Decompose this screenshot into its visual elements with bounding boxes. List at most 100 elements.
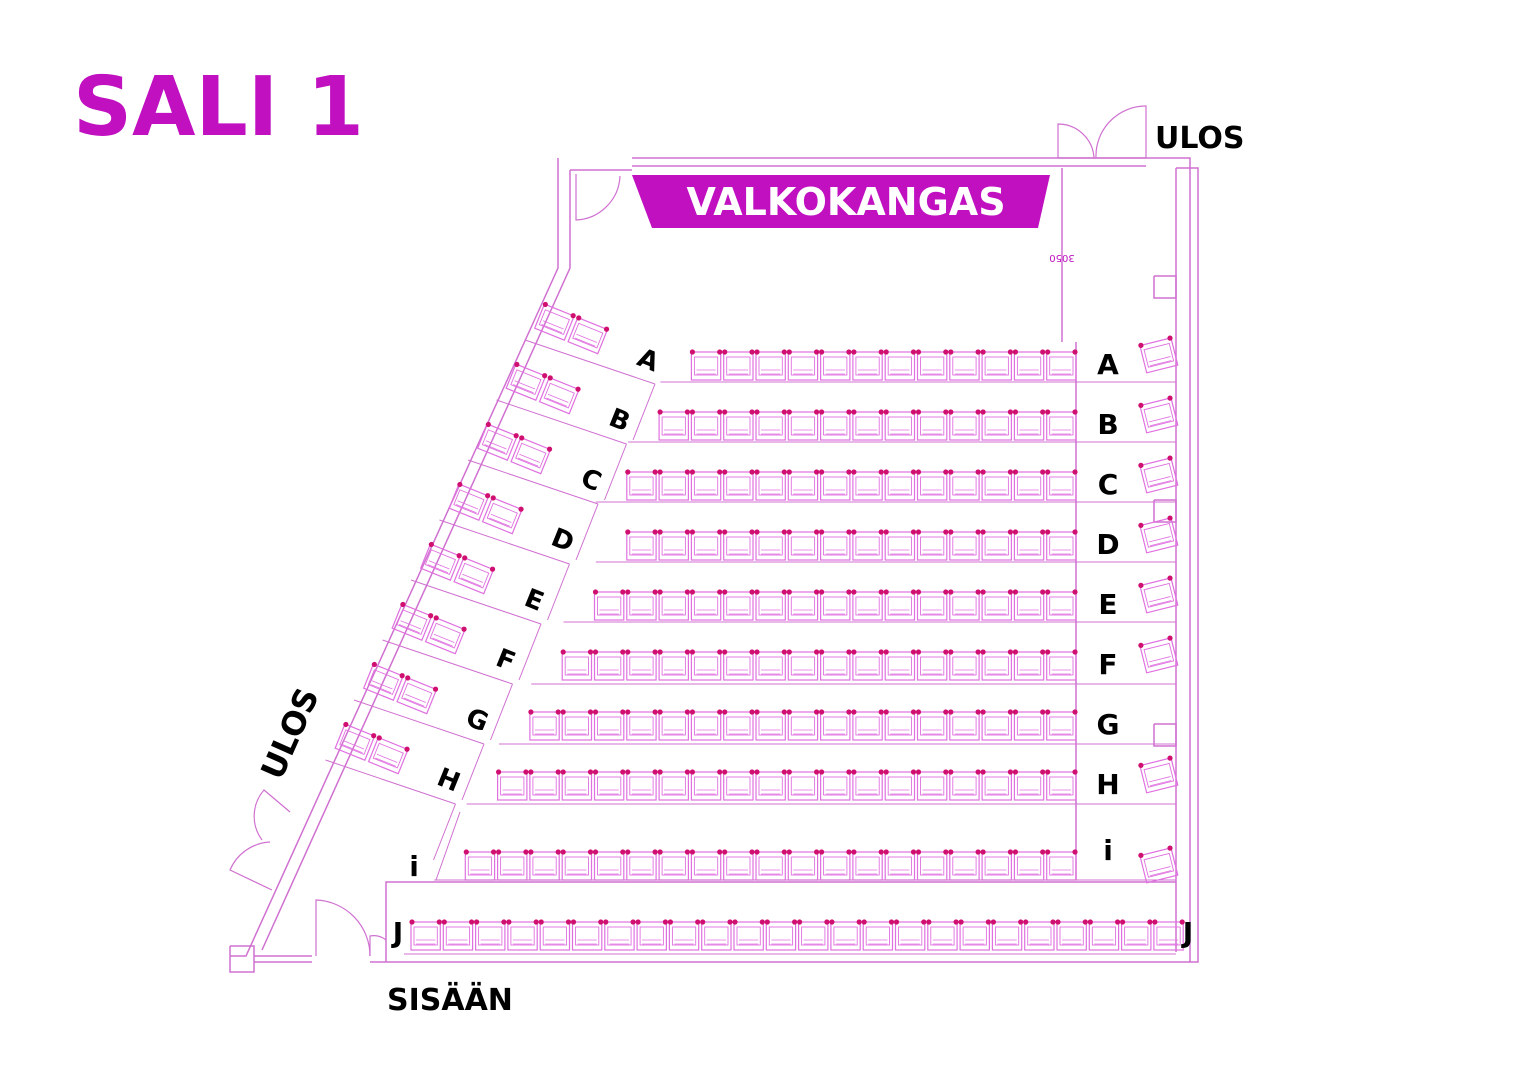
seat[interactable] [980,349,1014,381]
seat[interactable] [1045,349,1078,381]
seat[interactable] [819,409,852,441]
seat[interactable] [689,409,723,441]
seat[interactable] [625,709,658,741]
seat[interactable] [786,769,820,801]
seat[interactable] [980,769,1014,801]
seat[interactable] [915,589,949,621]
seat[interactable] [851,709,884,741]
seat[interactable] [722,349,755,381]
seat[interactable] [819,649,852,681]
seat[interactable] [764,919,798,951]
seat[interactable] [625,849,658,881]
right-seat[interactable] [1138,395,1180,434]
seat[interactable] [786,709,820,741]
seat[interactable] [1045,409,1078,441]
seat[interactable] [786,529,820,561]
seat[interactable] [819,529,852,561]
seat[interactable] [980,529,1014,561]
seat[interactable] [915,849,949,881]
seat[interactable] [1012,649,1046,681]
seat[interactable] [592,649,626,681]
seat[interactable] [948,589,981,621]
seat[interactable] [754,529,787,561]
seat[interactable] [528,769,561,801]
seat[interactable] [1045,589,1078,621]
side-seat[interactable] [481,495,524,535]
seat[interactable] [635,919,669,951]
seat[interactable] [786,849,820,881]
seat[interactable] [560,709,594,741]
seat[interactable] [948,529,981,561]
seat[interactable] [722,769,755,801]
seat[interactable] [700,919,733,951]
seat[interactable] [980,589,1014,621]
seat[interactable] [851,529,884,561]
seat[interactable] [948,709,981,741]
seat[interactable] [915,349,949,381]
seat[interactable] [883,349,917,381]
seat[interactable] [625,769,658,801]
seat[interactable] [496,769,529,801]
seat[interactable] [754,469,787,501]
seat[interactable] [1012,849,1046,881]
seat[interactable] [980,409,1014,441]
seat[interactable] [592,709,626,741]
seat[interactable] [1045,529,1078,561]
seat[interactable] [819,469,852,501]
side-seat[interactable] [476,421,519,461]
seat[interactable] [722,709,755,741]
seat[interactable] [851,649,884,681]
seat[interactable] [883,709,917,741]
seat[interactable] [948,849,981,881]
seat[interactable] [786,469,820,501]
seat[interactable] [915,469,949,501]
seat[interactable] [689,769,723,801]
seat[interactable] [980,649,1014,681]
seat[interactable] [667,919,701,951]
seat[interactable] [1012,769,1046,801]
seat[interactable] [990,919,1024,951]
seat[interactable] [958,919,992,951]
seat[interactable] [722,469,755,501]
seat[interactable] [754,849,787,881]
seat[interactable] [657,649,691,681]
seat[interactable] [883,409,917,441]
seat[interactable] [1045,469,1078,501]
seat[interactable] [948,649,981,681]
seat[interactable] [722,529,755,561]
seat[interactable] [409,919,442,951]
seat[interactable] [657,769,691,801]
seat[interactable] [603,919,636,951]
seat[interactable] [980,849,1014,881]
seat[interactable] [915,409,949,441]
side-seat[interactable] [424,615,467,655]
seat[interactable] [657,709,691,741]
seat[interactable] [948,469,981,501]
seat[interactable] [722,849,755,881]
seat[interactable] [1045,709,1078,741]
seat[interactable] [441,919,475,951]
seat[interactable] [1012,469,1046,501]
seat[interactable] [819,589,852,621]
seat[interactable] [915,769,949,801]
seat[interactable] [560,769,594,801]
seat[interactable] [1023,919,1056,951]
seat[interactable] [754,349,787,381]
seat[interactable] [915,529,949,561]
seat[interactable] [754,709,787,741]
seat[interactable] [474,919,507,951]
seat[interactable] [786,589,820,621]
seat[interactable] [797,919,830,951]
seat[interactable] [1012,529,1046,561]
side-seat[interactable] [453,555,496,595]
seat[interactable] [1120,919,1153,951]
seat[interactable] [915,709,949,741]
seat[interactable] [948,409,981,441]
side-seat[interactable] [391,601,434,641]
seat[interactable] [1045,769,1078,801]
side-seat[interactable] [533,301,576,341]
seat[interactable] [657,469,691,501]
seat[interactable] [980,469,1014,501]
seat[interactable] [754,589,787,621]
seat[interactable] [625,649,658,681]
